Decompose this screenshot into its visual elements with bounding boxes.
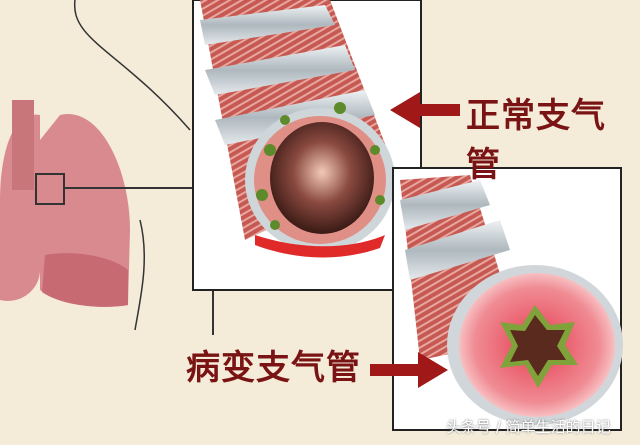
diseased-bronchus-label: 病变支气管 [186, 348, 361, 388]
mucus-glands [256, 102, 385, 230]
normal-bronchus-label: 正常支气管 [466, 96, 606, 185]
normal-bronchus-illustration [192, 0, 422, 291]
watermark: 头条号 / 简单生活的日记 [446, 418, 611, 436]
diseased-bronchus-illustration [392, 167, 623, 431]
arrow-to-diseased [370, 352, 448, 388]
arrow-to-normal-label [390, 92, 460, 128]
lungs [0, 0, 214, 335]
